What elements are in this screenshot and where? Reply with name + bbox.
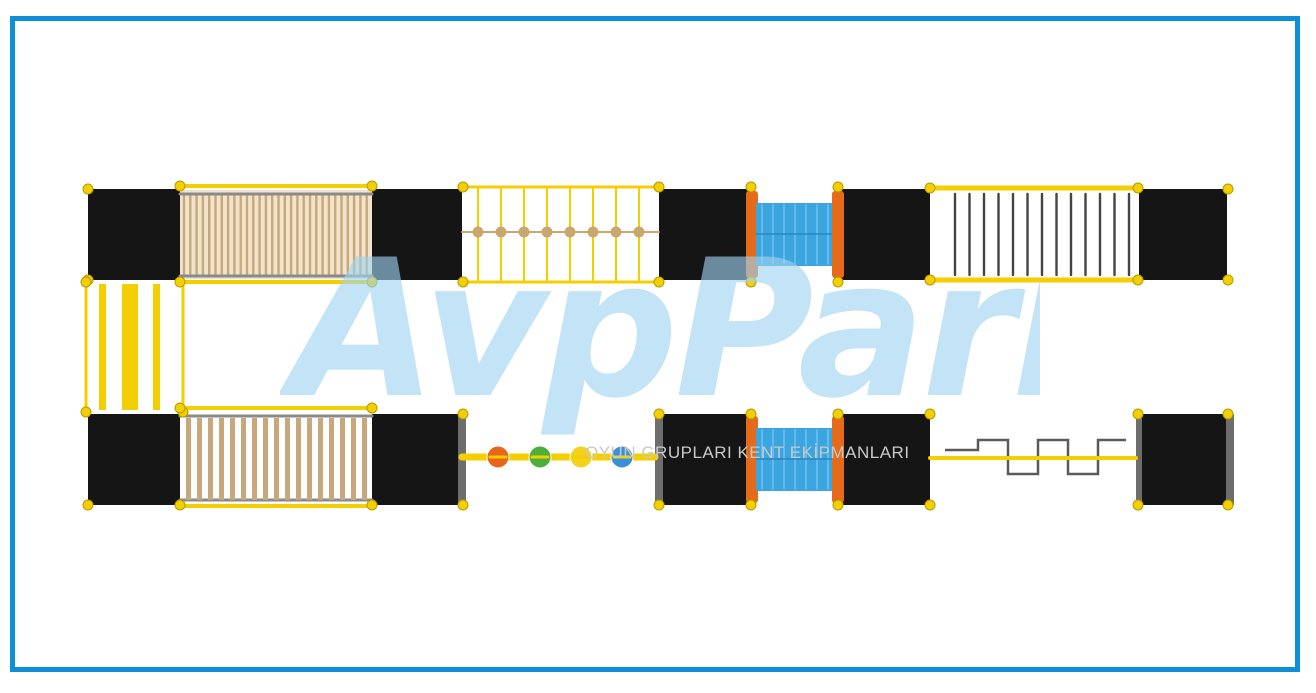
platform-deck xyxy=(1139,414,1227,505)
wood-plank xyxy=(318,418,323,500)
post xyxy=(1132,499,1144,511)
post xyxy=(653,408,665,420)
post xyxy=(174,180,186,192)
post xyxy=(366,276,378,288)
platform-deck xyxy=(88,414,180,505)
platform-deck xyxy=(838,189,931,280)
rope-knot xyxy=(633,226,645,238)
rope-knot xyxy=(495,226,507,238)
post xyxy=(832,276,844,288)
post xyxy=(924,499,936,511)
post xyxy=(457,181,469,193)
wood-plank xyxy=(296,418,301,500)
post xyxy=(457,408,469,420)
side-panel xyxy=(655,414,663,505)
post xyxy=(1222,499,1234,511)
wood-plank xyxy=(197,418,202,500)
post xyxy=(174,402,186,414)
post xyxy=(174,499,186,511)
post xyxy=(1222,183,1234,195)
rope-knot xyxy=(587,226,599,238)
wood-plank xyxy=(307,418,312,500)
wood-plank xyxy=(362,418,367,500)
platform-deck xyxy=(838,414,931,505)
post xyxy=(1132,274,1144,286)
post xyxy=(653,181,665,193)
post xyxy=(457,276,469,288)
tunnel-ring xyxy=(832,416,844,503)
detail-layer xyxy=(84,184,1141,508)
rope-knot xyxy=(610,226,622,238)
tunnel-ring xyxy=(746,416,758,503)
post xyxy=(745,408,757,420)
post xyxy=(653,276,665,288)
post xyxy=(745,499,757,511)
post xyxy=(832,181,844,193)
rope-knot xyxy=(472,226,484,238)
post xyxy=(1222,408,1234,420)
deck-layer xyxy=(88,189,1234,505)
rope-bridge xyxy=(462,187,659,283)
platform-deck xyxy=(372,414,465,505)
post xyxy=(1132,408,1144,420)
side-panel xyxy=(1134,414,1142,505)
post xyxy=(457,499,469,511)
rope-knot xyxy=(564,226,576,238)
post xyxy=(1132,182,1144,194)
post xyxy=(745,276,757,288)
post xyxy=(366,499,378,511)
side-panel xyxy=(1226,414,1234,505)
post xyxy=(80,406,92,418)
wood-plank xyxy=(252,418,257,500)
platform-deck xyxy=(88,189,180,280)
wood-bridge xyxy=(180,190,372,279)
post xyxy=(82,499,94,511)
post xyxy=(745,181,757,193)
frame-border xyxy=(10,16,1300,672)
post xyxy=(82,183,94,195)
post xyxy=(832,408,844,420)
wood-plank xyxy=(219,418,224,500)
tunnel-ring xyxy=(832,191,844,278)
post xyxy=(366,402,378,414)
wood-plank xyxy=(208,418,213,500)
post xyxy=(832,499,844,511)
post xyxy=(1222,274,1234,286)
wood-plank xyxy=(340,418,345,500)
wood-plank xyxy=(186,418,191,500)
platform-deck xyxy=(372,189,465,280)
wood-plank xyxy=(285,418,290,500)
post xyxy=(924,182,936,194)
post xyxy=(924,274,936,286)
post xyxy=(653,499,665,511)
wood-plank xyxy=(329,418,334,500)
bar-bridge xyxy=(930,190,1138,278)
platform-deck xyxy=(659,414,752,505)
post xyxy=(924,408,936,420)
post xyxy=(174,276,186,288)
wood-plank xyxy=(241,418,246,500)
rope-knot xyxy=(541,226,553,238)
wood-plank xyxy=(274,418,279,500)
brand-subtitle: OYUN GRUPLARI KENT EKİPMANLARI xyxy=(585,443,910,462)
rope-knot xyxy=(518,226,530,238)
post xyxy=(80,276,92,288)
ramp-stripe xyxy=(122,284,138,410)
ramp-stripe xyxy=(153,284,160,410)
platform-deck xyxy=(1139,189,1227,280)
tunnel-ring xyxy=(746,191,758,278)
wood-plank xyxy=(351,418,356,500)
ramp-stripe xyxy=(99,284,106,410)
post xyxy=(366,180,378,192)
wood-plank xyxy=(230,418,235,500)
wood-plank xyxy=(263,418,268,500)
post-layer xyxy=(80,180,1234,511)
platform-deck xyxy=(659,189,752,280)
